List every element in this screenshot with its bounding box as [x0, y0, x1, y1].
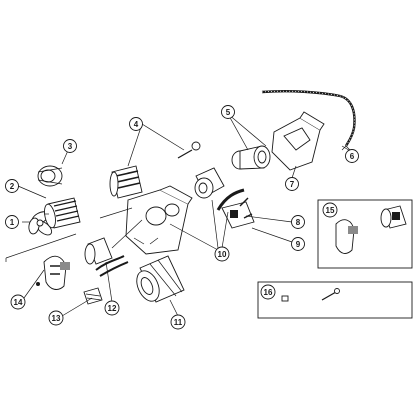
part-spring-unit	[109, 165, 143, 199]
callout-3: 3	[63, 139, 77, 153]
svg-text:5: 5	[226, 108, 231, 117]
part-coupling	[194, 167, 225, 199]
part-adapter	[84, 237, 113, 265]
part-double-connector	[231, 145, 271, 170]
box-assembly-15	[317, 199, 413, 269]
callout-9: 9	[291, 237, 305, 251]
part-assembly-15	[335, 205, 407, 254]
svg-text:2: 2	[10, 182, 15, 191]
part-filter-pad	[83, 287, 103, 305]
svg-text:1: 1	[10, 218, 15, 227]
svg-text:8: 8	[296, 218, 301, 227]
part-bearing-ring	[37, 165, 63, 187]
callout-16: 16	[260, 284, 276, 300]
part-motor	[44, 197, 81, 229]
svg-text:13: 13	[52, 314, 61, 323]
svg-text:16: 16	[264, 288, 273, 297]
callout-1: 1	[5, 215, 19, 229]
callout-7: 7	[285, 177, 299, 191]
svg-text:6: 6	[350, 152, 355, 161]
callout-4: 4	[129, 117, 143, 131]
part-kit-16	[281, 288, 340, 302]
callout-15: 15	[322, 202, 338, 218]
part-switch-block	[221, 197, 255, 229]
svg-text:12: 12	[108, 304, 117, 313]
callout-10: 10	[214, 246, 230, 262]
svg-text:11: 11	[174, 318, 183, 327]
svg-text:3: 3	[68, 142, 73, 151]
part-small-tube	[216, 188, 245, 211]
svg-text:14: 14	[14, 298, 23, 307]
callout-14: 14	[10, 294, 26, 310]
callout-13: 13	[48, 310, 64, 326]
callout-12: 12	[104, 300, 120, 316]
part-cable	[261, 90, 356, 151]
callout-2: 2	[5, 179, 19, 193]
callout-8: 8	[291, 215, 305, 229]
svg-text:10: 10	[218, 250, 227, 259]
part-fan	[28, 211, 53, 236]
part-wire-pieces	[95, 255, 129, 277]
lead-lines	[5, 113, 353, 317]
callout-11: 11	[170, 314, 186, 330]
box-kit-16	[257, 281, 413, 319]
svg-text:9: 9	[296, 240, 301, 249]
part-pin-small	[177, 141, 201, 159]
part-handle-housing	[271, 111, 325, 171]
part-trigger	[36, 255, 70, 290]
callout-5: 5	[221, 105, 235, 119]
svg-text:15: 15	[326, 206, 335, 215]
part-center-housing	[125, 185, 193, 255]
svg-text:4: 4	[134, 120, 139, 129]
part-nozzle-tube	[136, 255, 185, 303]
svg-text:7: 7	[290, 180, 295, 189]
callout-6: 6	[345, 149, 359, 163]
